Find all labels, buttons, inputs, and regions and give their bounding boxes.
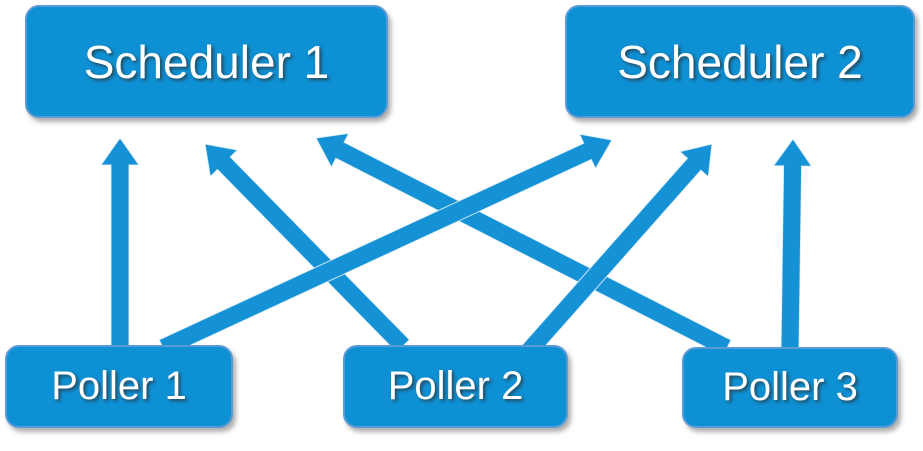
node-poller-2-label: Poller 2 bbox=[387, 364, 524, 408]
arrow-poller2-to-scheduler1 bbox=[204, 143, 411, 354]
arrow-poller1-to-scheduler1 bbox=[100, 137, 140, 347]
node-poller-1-label: Poller 1 bbox=[51, 364, 187, 408]
node-scheduler-2-label: Scheduler 2 bbox=[617, 35, 863, 88]
node-scheduler-2: Scheduler 2 bbox=[565, 5, 915, 118]
node-poller-3-label: Poller 3 bbox=[722, 365, 858, 409]
arrow-poller2-to-scheduler2 bbox=[520, 143, 713, 359]
node-poller-2: Poller 2 bbox=[343, 345, 568, 428]
node-scheduler-1-label: Scheduler 1 bbox=[83, 35, 330, 88]
arrow-poller1-to-scheduler2 bbox=[158, 133, 613, 357]
arrow-poller3-to-scheduler2 bbox=[772, 138, 813, 349]
node-scheduler-1: Scheduler 1 bbox=[25, 5, 388, 118]
node-poller-1: Poller 1 bbox=[5, 345, 233, 428]
arrow-poller3-to-scheduler1 bbox=[315, 132, 732, 357]
node-poller-3: Poller 3 bbox=[682, 347, 898, 428]
